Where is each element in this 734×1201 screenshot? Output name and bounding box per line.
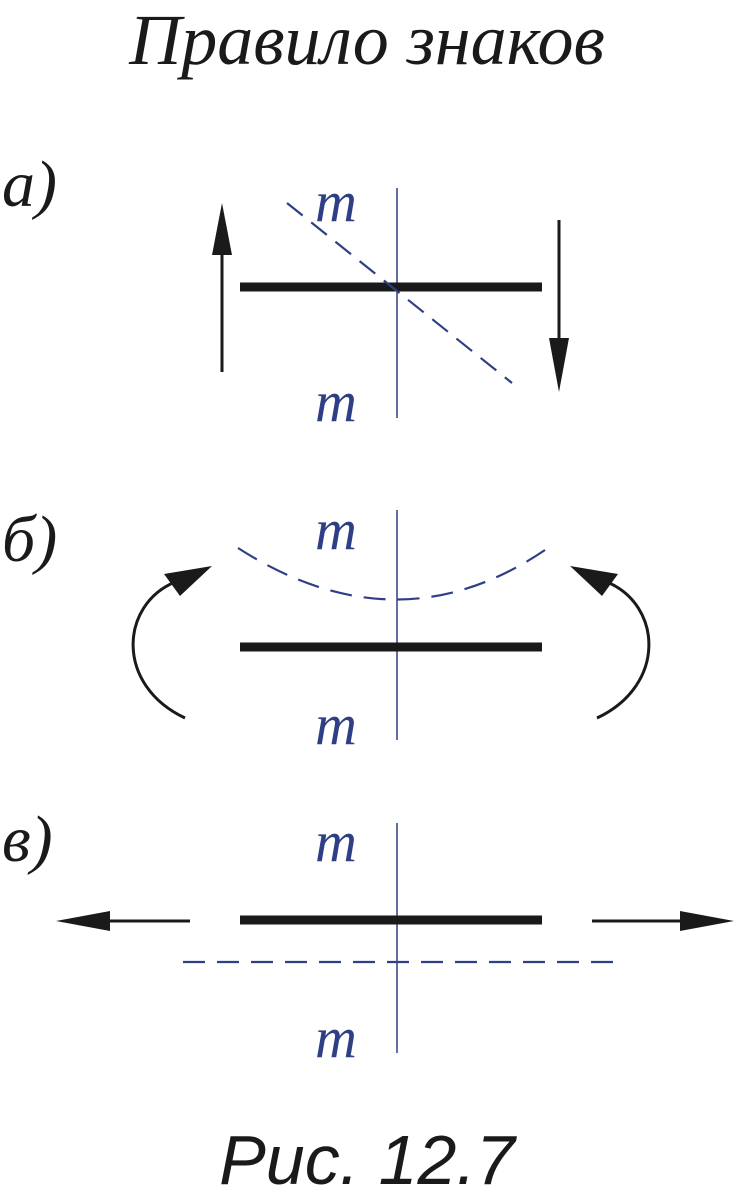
section-b-bottom-label: m [315,692,357,757]
panel-v-label: в) [2,803,53,876]
panel-a [212,188,569,418]
up-arrow-icon [212,203,232,255]
diagram-title: Правило знаков [129,0,605,80]
deformation-line-a [286,202,513,384]
curved-arrow-left-icon [164,566,212,596]
deformation-curve-b [237,547,546,601]
moment-arrow-right [596,580,651,720]
moment-arrow-left [131,580,186,720]
section-a-bottom-label: m [315,369,357,434]
panel-b [131,510,651,740]
section-b-top-label: m [315,497,357,562]
section-a-top-label: m [315,169,357,234]
down-arrow-icon [549,338,569,392]
figure-caption: Рис. 12.7 [219,1121,515,1199]
section-v-bottom-label: m [315,1005,357,1070]
right-arrow-icon [680,911,734,931]
panel-b-label: б) [2,503,58,576]
curved-arrow-right-icon [570,566,618,596]
left-arrow-icon [56,911,110,931]
section-v-top-label: m [315,809,357,874]
panel-v [56,823,734,1053]
panel-a-label: а) [2,148,57,221]
